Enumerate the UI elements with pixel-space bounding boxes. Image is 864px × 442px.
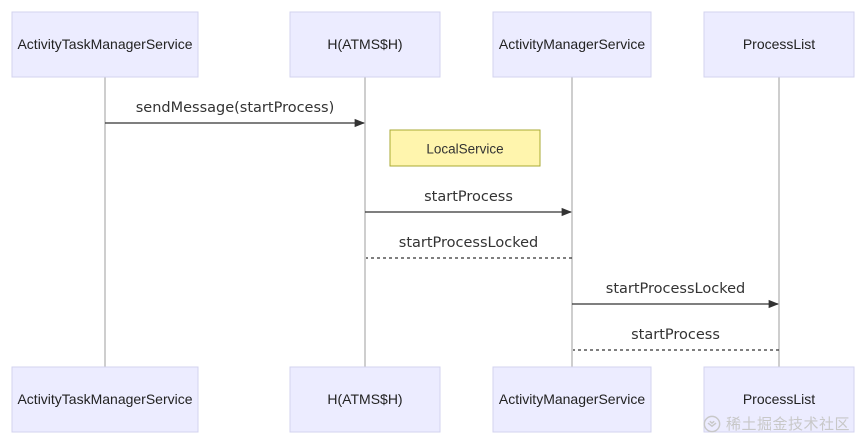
- actor-label-ams-bottom: ActivityManagerService: [499, 391, 645, 407]
- message-label-3: startProcessLocked: [399, 235, 538, 251]
- actor-label-h-top: H(ATMS$H): [327, 36, 402, 52]
- actor-box-pl-top: [703, 11, 855, 78]
- note-box: [389, 129, 541, 167]
- actor-label-h-bottom: H(ATMS$H): [327, 391, 402, 407]
- actors-bottom: ActivityTaskManagerService H(ATMS$H) Activ…: [11, 366, 855, 433]
- message-label-5: startProcess: [631, 327, 720, 343]
- watermark-text: 稀土掘金技术社区: [725, 415, 850, 433]
- actor-box-atms-top: [11, 11, 199, 78]
- actor-label-ams-top: ActivityManagerService: [499, 36, 645, 52]
- message-label-1: sendMessage(startProcess): [136, 100, 335, 116]
- actor-box-atms-bottom: [11, 366, 199, 433]
- message-label-4: startProcessLocked: [606, 281, 745, 297]
- actors-top: ActivityTaskManagerService H(ATMS$H) Activ…: [11, 11, 855, 78]
- actor-label-pl-bottom: ProcessList: [743, 391, 815, 407]
- actor-box-ams-top: [492, 11, 652, 78]
- lifelines: [104, 77, 780, 367]
- message-label-2: startProcess: [424, 189, 513, 205]
- actor-box-h-top: [289, 11, 441, 78]
- note: LocalService: [389, 129, 541, 167]
- juejin-logo-icon: [703, 415, 721, 432]
- watermark: 稀土掘金技术社区: [703, 413, 850, 434]
- messages: sendMessage(startProcess) startProcess sta…: [105, 100, 780, 351]
- note-text: LocalService: [426, 142, 503, 157]
- actor-label-atms-bottom: ActivityTaskManagerService: [17, 391, 192, 407]
- actor-box-ams-bottom: [492, 366, 652, 433]
- actor-box-h-bottom: [289, 366, 441, 433]
- actor-label-atms-top: ActivityTaskManagerService: [17, 36, 192, 52]
- actor-box-pl-bottom: [703, 366, 855, 433]
- actor-label-pl-top: ProcessList: [743, 36, 815, 52]
